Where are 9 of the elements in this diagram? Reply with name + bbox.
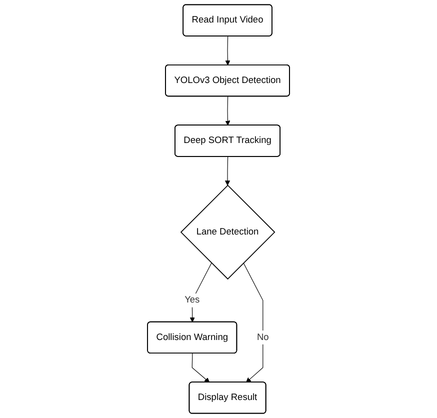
arrow (190, 262, 212, 322)
edge-label: Yes (184, 295, 200, 306)
arrow (192, 353, 210, 383)
arrow (243, 262, 264, 383)
node-diamond: Lane Detection (180, 184, 276, 280)
edge-label: No (256, 332, 269, 342)
arrow (225, 96, 230, 126)
arrow (225, 36, 230, 66)
arrow (224, 156, 230, 186)
